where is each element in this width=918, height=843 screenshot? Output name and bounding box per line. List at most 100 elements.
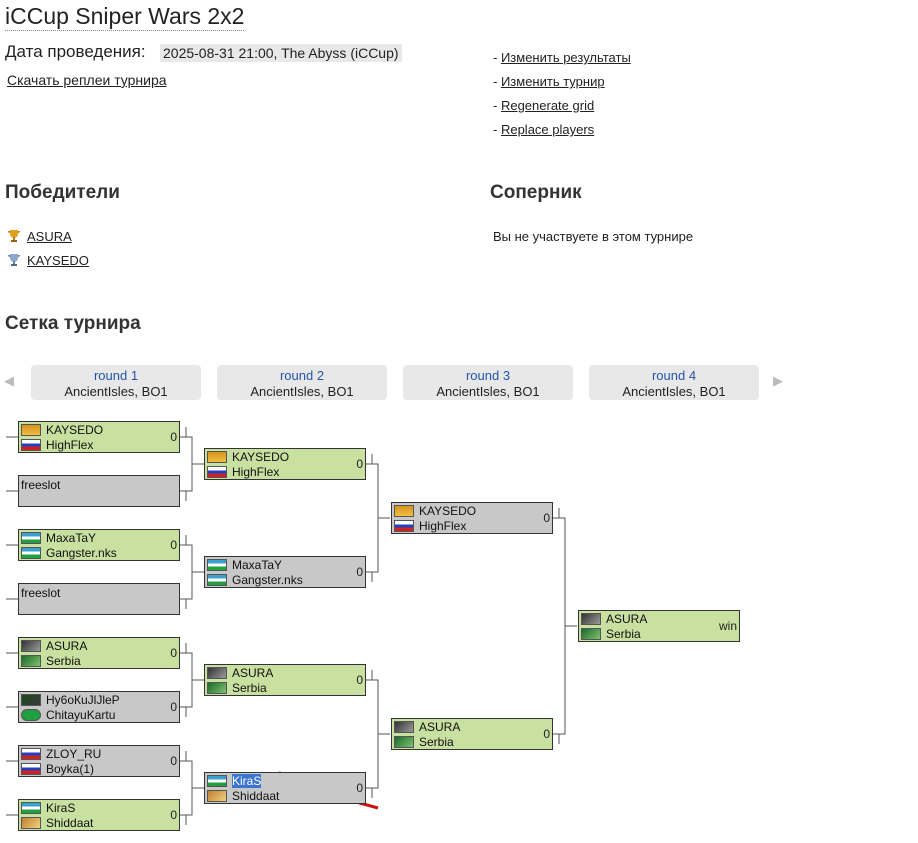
match-r2-2[interactable]: MaxaTaY Gangster.nks 0 (204, 556, 366, 588)
player-slot: HighFlex (394, 519, 466, 534)
bracket-heading: Сетка турнира (5, 313, 141, 334)
match-r1-4[interactable]: freeslot (18, 583, 180, 615)
match-score: 0 (543, 727, 550, 741)
green-flag-icon (21, 655, 41, 667)
winner-second: KAYSEDO (7, 253, 89, 268)
round-name[interactable]: round 2 (279, 368, 325, 383)
player-slot: Shiddaat (21, 816, 93, 831)
match-score: 0 (170, 808, 177, 822)
match-r4-final[interactable]: ASURA Serbia win (578, 610, 740, 642)
player-slot: HighFlex (21, 438, 93, 453)
admin-link-replace-players[interactable]: - Replace players (493, 122, 595, 137)
match-score: 0 (356, 457, 363, 471)
russia-flag-icon (207, 466, 227, 478)
round-name[interactable]: round 4 (651, 368, 697, 383)
bracket-prev-arrow[interactable]: ◀ (4, 373, 14, 388)
match-r1-8[interactable]: KiraS Shiddaat 0 (18, 799, 180, 831)
selected-player-name[interactable]: KiraS (232, 774, 262, 788)
download-replays-link[interactable]: Скачать реплеи турнира (7, 72, 167, 88)
uzbekistan-flag-icon (21, 547, 41, 559)
russia-flag-icon (394, 520, 414, 532)
match-r3-1[interactable]: KAYSEDO HighFlex 0 (391, 502, 553, 534)
round-header-2: round 2 AncientIsles, BO1 (217, 365, 387, 400)
match-score: win (718, 619, 737, 633)
round-map: AncientIsles, BO1 (64, 384, 168, 399)
round-name[interactable]: round 1 (93, 368, 139, 383)
round-header-4: round 4 AncientIsles, BO1 (589, 365, 759, 400)
player-slot: Gangster.nks (207, 573, 303, 588)
match-score: 0 (543, 511, 550, 525)
match-score: 0 (170, 646, 177, 660)
admin-link-edit-tournament[interactable]: - Изменить турнир (493, 74, 605, 89)
match-score: 0 (170, 538, 177, 552)
uzbekistan-flag-icon (21, 802, 41, 814)
player-slot: KiraS (207, 774, 262, 789)
date-value: 2025-08-31 21:00, The Abyss (iCCup) (160, 44, 402, 62)
winner-second-link[interactable]: KAYSEDO (27, 253, 89, 268)
player-slot: Gangster.nks (21, 546, 117, 561)
player-slot: Boyka(1) (21, 762, 94, 777)
match-r1-3[interactable]: MaxaTaY Gangster.nks 0 (18, 529, 180, 561)
admin-link-edit-results[interactable]: - Изменить результаты (493, 50, 631, 65)
opponent-text: Вы не участвуете в этом турнире (493, 229, 694, 244)
date-label: Дата проведения: (5, 42, 146, 61)
winner-first-link[interactable]: ASURA (27, 229, 72, 244)
tiger-flag-icon (394, 505, 414, 517)
player-slot: ZLOY_RU (21, 747, 101, 762)
round-name[interactable]: round 3 (465, 368, 511, 383)
player-slot: MaxaTaY (207, 558, 282, 573)
match-score: 0 (170, 700, 177, 714)
match-r3-2[interactable]: ASURA Serbia 0 (391, 718, 553, 750)
winner-first: ASURA (7, 229, 72, 244)
match-r1-7[interactable]: ZLOY_RU Boyka(1) 0 (18, 745, 180, 777)
match-r2-1[interactable]: KAYSEDO HighFlex 0 (204, 448, 366, 480)
round-map: AncientIsles, BO1 (250, 384, 354, 399)
avatar-flag-icon (581, 613, 601, 625)
tournament-title: iCCup Sniper Wars 2x2 (5, 3, 245, 31)
player-slot: Shiddaat (207, 789, 279, 804)
player-slot: KAYSEDO (394, 504, 476, 519)
russia-flag-icon (21, 439, 41, 451)
player-slot: Ну6оКuJlJleP (21, 693, 120, 708)
gold-trophy-icon (8, 230, 20, 242)
opponent-heading: Соперник (490, 182, 582, 203)
match-score: 0 (170, 430, 177, 444)
player-slot: KiraS (21, 801, 75, 816)
player-slot: ChitayuKartu (21, 708, 115, 723)
player-slot: KAYSEDO (207, 450, 289, 465)
player-slot: ASURA (394, 720, 460, 735)
winners-heading: Победители (5, 182, 120, 203)
match-r1-5[interactable]: ASURA Serbia 0 (18, 637, 180, 669)
player-slot: KAYSEDO (21, 423, 103, 438)
match-score: 0 (356, 781, 363, 795)
avatar-flag-icon (207, 790, 227, 802)
silver-trophy-icon (8, 254, 20, 266)
match-r2-3[interactable]: ASURA Serbia 0 (204, 664, 366, 696)
match-r2-4[interactable]: KiraS Shiddaat 0 (204, 772, 366, 804)
match-r1-6[interactable]: Ну6оКuJlJleP ChitayuKartu 0 (18, 691, 180, 723)
round-map: AncientIsles, BO1 (622, 384, 726, 399)
match-score: 0 (356, 565, 363, 579)
match-r1-1[interactable]: KAYSEDO HighFlex 0 (18, 421, 180, 453)
avatar-flag-icon (207, 667, 227, 679)
round-map: AncientIsles, BO1 (436, 384, 540, 399)
free-slot: freeslot (21, 586, 61, 600)
uzbekistan-flag-icon (207, 775, 227, 787)
bracket-next-arrow[interactable]: ▶ (773, 373, 783, 388)
player-slot: ASURA (21, 639, 87, 654)
admin-link-regenerate-grid[interactable]: - Regenerate grid (493, 98, 595, 113)
player-slot: Serbia (207, 681, 267, 696)
tiger-flag-icon (21, 424, 41, 436)
green-flag-icon (394, 736, 414, 748)
avatar-flag-icon (21, 817, 41, 829)
match-r1-2[interactable]: freeslot (18, 475, 180, 507)
russia-flag-icon (21, 748, 41, 760)
match-score: 0 (170, 754, 177, 768)
uzbekistan-flag-icon (21, 532, 41, 544)
player-slot: HighFlex (207, 465, 279, 480)
uzbekistan-flag-icon (207, 574, 227, 586)
player-slot: Serbia (394, 735, 454, 750)
russia-flag-icon (21, 763, 41, 775)
avatar-flag-icon (21, 640, 41, 652)
player-slot: ASURA (581, 612, 647, 627)
